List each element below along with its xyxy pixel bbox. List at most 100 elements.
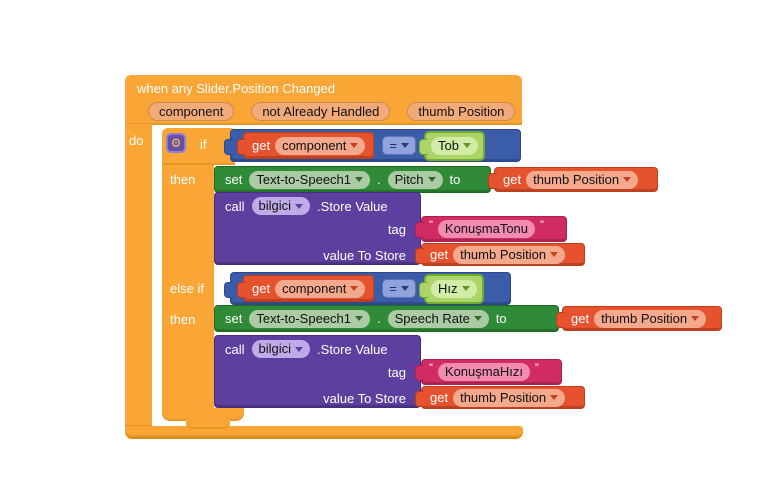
get-label: get xyxy=(252,138,271,153)
gear-glyph: ⚙ xyxy=(170,136,182,150)
variable-name: component xyxy=(282,137,347,153)
string-text: KonuşmaHızı xyxy=(444,364,523,379)
then-label-2: then xyxy=(170,312,196,327)
when-event-block[interactable]: when any Slider.Position Changed compone… xyxy=(125,75,522,125)
value-to-store-label: value To Store xyxy=(323,391,406,406)
equals-block-1[interactable]: get component = Tob xyxy=(224,129,521,162)
option-block-hiz[interactable]: Hız xyxy=(419,273,484,304)
get-label: get xyxy=(571,311,590,326)
chevron-down-icon xyxy=(550,252,559,257)
else-if-label: else if xyxy=(170,281,204,296)
param-pill-thumb-position[interactable]: thumb Position xyxy=(407,102,516,121)
option-block-tob[interactable]: Tob xyxy=(419,130,485,161)
get-variable-block-component-2[interactable]: get component xyxy=(237,275,375,302)
component-name: Text-to-Speech1 xyxy=(256,310,352,326)
param-pill-component[interactable]: component xyxy=(148,102,235,121)
chevron-down-icon xyxy=(427,177,436,182)
plug xyxy=(419,138,428,155)
string-value-field[interactable]: KonuşmaHızı xyxy=(437,363,530,381)
close-quote: " xyxy=(534,362,539,374)
call-method-block-1[interactable]: call bilgici .Store Value tag value To S… xyxy=(214,192,421,265)
when-event-block-bottom-bar[interactable] xyxy=(125,426,523,439)
property-dropdown[interactable]: Pitch xyxy=(387,170,443,189)
event-title: when any Slider.Position Changed xyxy=(137,81,336,96)
variable-name: component xyxy=(282,280,347,296)
component-name: bilgici xyxy=(258,198,292,213)
chevron-down-icon xyxy=(461,286,470,291)
plug xyxy=(556,311,565,328)
mutator-gear-icon[interactable]: ⚙ xyxy=(166,133,186,153)
set-label: set xyxy=(225,311,243,326)
set-property-block-pitch[interactable]: set Text-to-Speech1 . Pitch to xyxy=(214,166,491,193)
plug xyxy=(415,247,424,264)
variable-dropdown[interactable]: thumb Position xyxy=(453,388,566,407)
call-method-block-2[interactable]: call bilgici .Store Value tag value To S… xyxy=(214,335,421,408)
get-variable-block-component-1[interactable]: get component xyxy=(237,132,375,159)
close-quote: " xyxy=(540,219,544,231)
tag-label: tag xyxy=(387,365,406,380)
variable-dropdown[interactable]: thumb Position xyxy=(594,309,707,328)
if-block-bottom-tab xyxy=(186,419,230,429)
get-variable-block-thumb-position-3[interactable]: get thumb Position xyxy=(556,306,722,331)
variable-dropdown[interactable]: thumb Position xyxy=(453,245,566,264)
component-name: bilgici xyxy=(258,341,292,356)
method-label: .Store Value xyxy=(317,198,388,214)
text-string-block-konusmatonu[interactable]: " KonuşmaTonu " xyxy=(415,216,567,242)
tag-label: tag xyxy=(387,222,406,237)
plug xyxy=(415,222,424,238)
if-block-bottom[interactable] xyxy=(162,408,244,421)
variable-name: thumb Position xyxy=(601,310,688,326)
operator-dropdown-2[interactable]: = xyxy=(382,279,416,298)
chevron-down-icon xyxy=(295,203,304,209)
chevron-down-icon xyxy=(623,177,632,182)
chevron-down-icon xyxy=(462,143,471,148)
string-value-field[interactable]: KonuşmaTonu xyxy=(437,220,536,238)
variable-dropdown[interactable]: component xyxy=(275,136,366,155)
chevron-down-icon xyxy=(350,286,359,291)
set-property-block-speech-rate[interactable]: set Text-to-Speech1 . Speech Rate to xyxy=(214,305,559,332)
component-dropdown[interactable]: Text-to-Speech1 xyxy=(249,309,371,328)
variable-dropdown[interactable]: component xyxy=(275,279,366,298)
param-pill-not-already-handled[interactable]: not Already Handled xyxy=(251,102,391,121)
to-label: to xyxy=(449,172,461,187)
get-variable-block-thumb-position-4[interactable]: get thumb Position xyxy=(415,386,585,409)
variable-dropdown[interactable]: thumb Position xyxy=(526,170,639,189)
component-dropdown[interactable]: bilgici xyxy=(251,197,311,215)
set-label: set xyxy=(225,172,243,187)
text-string-block-konusmahizi[interactable]: " KonuşmaHızı " xyxy=(415,359,562,385)
component-dropdown[interactable]: bilgici xyxy=(251,340,311,358)
chevron-down-icon xyxy=(691,316,700,321)
option-value: Tob xyxy=(438,137,459,153)
do-label: do xyxy=(129,133,144,148)
option-dropdown[interactable]: Hız xyxy=(431,279,477,298)
property-dropdown[interactable]: Speech Rate xyxy=(387,309,489,328)
plug xyxy=(224,281,233,298)
to-label: to xyxy=(495,311,507,326)
equals-block-2[interactable]: get component = Hız xyxy=(224,272,511,305)
plug xyxy=(237,281,246,298)
then-label-1: then xyxy=(170,172,196,187)
get-variable-block-thumb-position-2[interactable]: get thumb Position xyxy=(415,243,585,266)
when-event-block-left-strip[interactable] xyxy=(125,124,152,427)
operator-dropdown-1[interactable]: = xyxy=(382,136,416,155)
plug xyxy=(224,138,233,155)
get-label: get xyxy=(430,247,449,262)
property-name: Speech Rate xyxy=(394,310,470,326)
option-dropdown[interactable]: Tob xyxy=(431,136,478,155)
open-quote: " xyxy=(429,362,433,374)
call-label: call xyxy=(225,341,245,357)
option-value: Hız xyxy=(438,280,458,296)
operator: = xyxy=(389,281,397,296)
chevron-down-icon xyxy=(473,316,482,321)
variable-name: thumb Position xyxy=(533,171,620,187)
component-dropdown[interactable]: Text-to-Speech1 xyxy=(249,170,371,189)
dot-separator: . xyxy=(377,172,381,187)
plug xyxy=(488,172,497,189)
value-to-store-label: value To Store xyxy=(323,248,406,263)
if-block-body[interactable] xyxy=(162,128,214,410)
chevron-down-icon xyxy=(295,346,304,352)
get-variable-block-thumb-position-1[interactable]: get thumb Position xyxy=(488,167,658,192)
call-label: call xyxy=(225,198,245,214)
event-parameters: component not Already Handled thumb Posi… xyxy=(148,102,516,121)
